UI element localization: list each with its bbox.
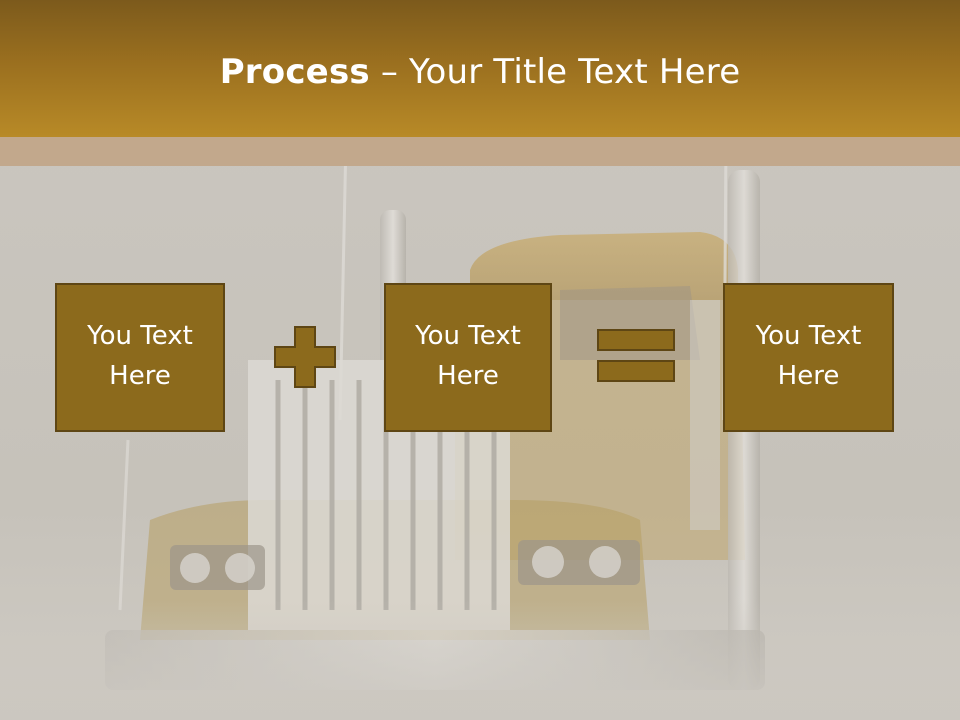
- header-accent-strip: [0, 137, 960, 166]
- title-bold-part: Process: [219, 52, 370, 92]
- plus-icon: [274, 326, 336, 388]
- process-step-1-label: You Text Here: [87, 320, 193, 391]
- header-band: [0, 0, 960, 137]
- process-step-1-box[interactable]: You Text Here: [55, 283, 225, 432]
- process-step-2-label: You Text Here: [415, 320, 521, 391]
- title-rest: – Your Title Text Here: [369, 52, 741, 92]
- process-step-2-box[interactable]: You Text Here: [384, 283, 552, 432]
- process-step-3-box[interactable]: You Text Here: [723, 283, 894, 432]
- process-step-3-label: You Text Here: [755, 320, 862, 391]
- slide-title: Process – Your Title Text Here: [0, 52, 960, 92]
- equals-icon: [597, 329, 675, 382]
